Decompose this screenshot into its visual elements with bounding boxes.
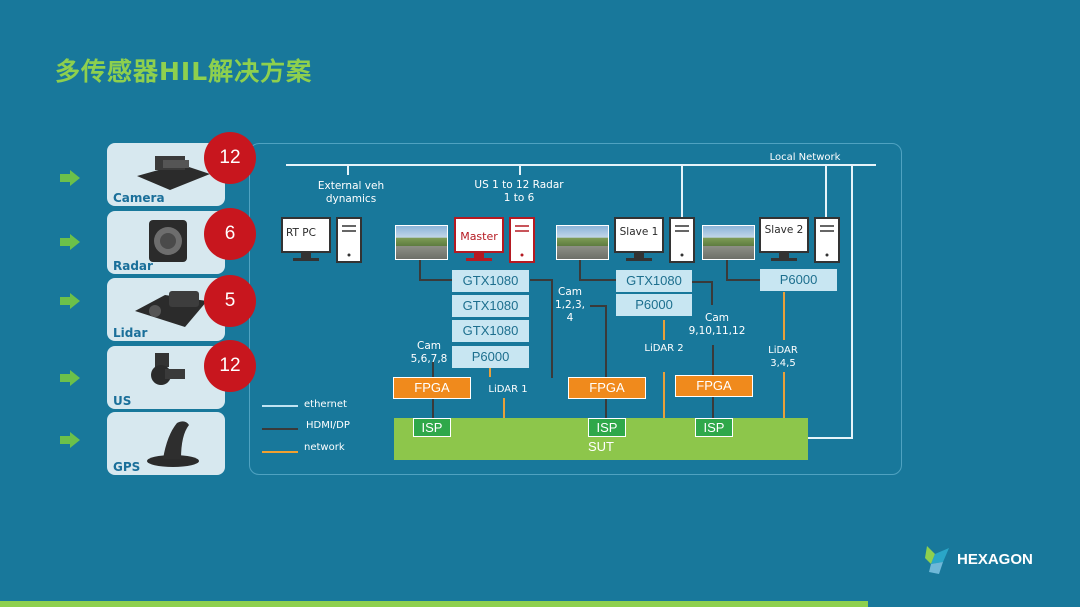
count-badge-camera: 12 [204,132,256,184]
legend-network-line [262,451,298,453]
isp-box: ISP [413,418,451,437]
sensor-label: US [113,394,132,408]
fpga-box: FPGA [393,377,471,399]
monitor-icon [454,217,535,263]
lidar345-label: LiDAR 3,4,5 [768,345,798,369]
lidar-icon [135,291,207,327]
fpga-box: FPGA [568,377,646,399]
slide-title: 多传感器HIL解决方案 [55,57,313,86]
camera-view-image [702,225,755,260]
sensor-label: GPS [113,460,141,474]
arrow-right-icon [60,432,80,448]
cam-1-4-label: Cam 1,2,3, 4 [554,286,586,324]
sensor-label: Camera [113,191,165,205]
lidar1-label: LiDAR 1 [488,384,528,395]
slave1-label: Slave 1 [619,226,659,238]
isp-box: ISP [588,418,626,437]
legend-network-label: network [304,442,345,453]
radar-icon [149,220,187,262]
sut-label: SUT [588,439,614,454]
monitor-icon [614,217,695,263]
slave2-label: Slave 2 [764,224,804,236]
count-badge-radar: 6 [204,208,256,260]
hexagon-logo-text: HEXAGON [957,551,1033,568]
legend-hdmi-line [262,428,298,430]
lidar2-label: LiDAR 2 [644,343,684,354]
sensor-card-us: US [107,346,225,409]
rtpc-label: RT PC [286,227,316,239]
count-badge-us: 12 [204,340,256,392]
camera-view-image [395,225,448,260]
fpga-box: FPGA [675,375,753,397]
cam-9-12-label: Cam 9,10,11,12 [688,312,746,337]
ultrasonic-icon [151,353,185,385]
cam-5-8-label: Cam 5,6,7,8 [410,340,448,365]
gpu-box: P6000 [760,269,837,291]
isp-box: ISP [695,418,733,437]
legend-ethernet-line [262,405,298,407]
count-badge-lidar: 5 [204,275,256,327]
sensor-label: Lidar [113,326,148,340]
gpu-box: GTX1080 [452,320,529,342]
camera-icon [137,156,210,190]
legend-ethernet-label: ethernet [304,399,347,410]
camera-view-image [556,225,609,260]
monitor-icon [281,217,362,263]
arrow-right-icon [60,370,80,386]
us-radar-label: US 1 to 12 Radar 1 to 6 [474,179,564,204]
gpu-box: GTX1080 [452,270,529,292]
hexagon-logo-icon [925,546,949,574]
sensor-card-gps: GPS [107,412,225,475]
bottom-accent-strip [0,601,868,607]
gpu-box: P6000 [452,346,529,368]
external-veh-label: External veh dynamics [317,180,385,205]
monitor-icon [759,217,840,263]
local-network-label: Local Network [769,152,841,163]
legend-hdmi-label: HDMI/DP [306,420,350,431]
arrow-right-icon [60,293,80,309]
master-label: Master [460,230,498,243]
gpu-box: P6000 [616,294,692,316]
gps-antenna-icon [147,421,199,467]
gpu-box: GTX1080 [452,295,529,317]
sensor-label: Radar [113,259,153,273]
arrow-right-icon [60,234,80,250]
arrow-right-icon [60,170,80,186]
gpu-box: GTX1080 [616,270,692,292]
